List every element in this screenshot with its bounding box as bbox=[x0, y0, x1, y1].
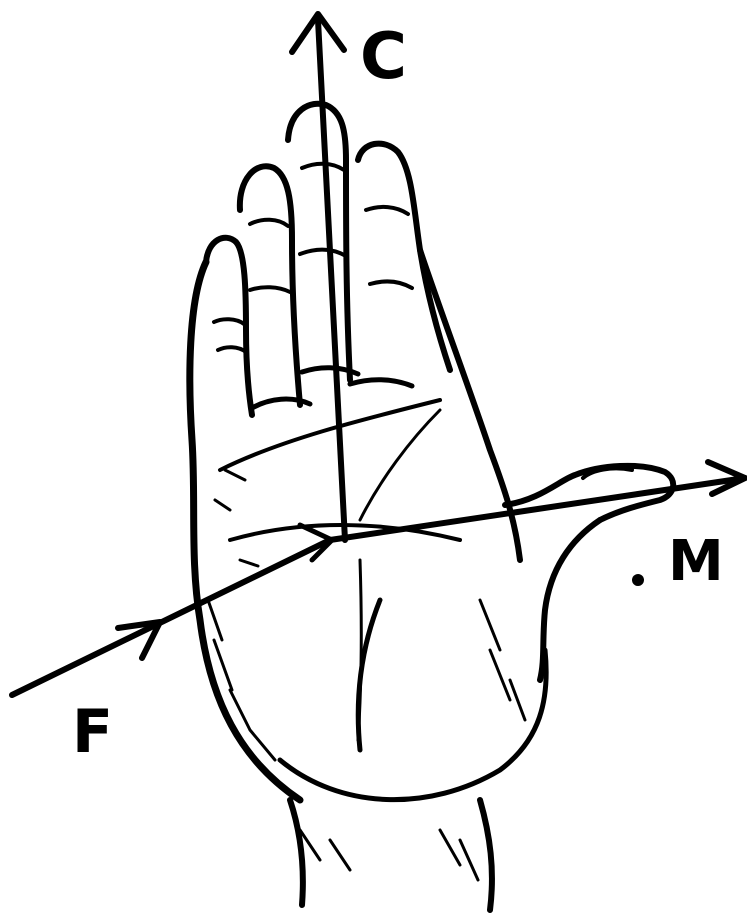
label-c: C bbox=[360, 20, 407, 94]
label-f: F bbox=[72, 697, 113, 767]
hand-outline bbox=[190, 104, 673, 910]
field-dot bbox=[632, 574, 644, 586]
arrow-c bbox=[292, 14, 345, 540]
label-m: M bbox=[668, 529, 724, 594]
